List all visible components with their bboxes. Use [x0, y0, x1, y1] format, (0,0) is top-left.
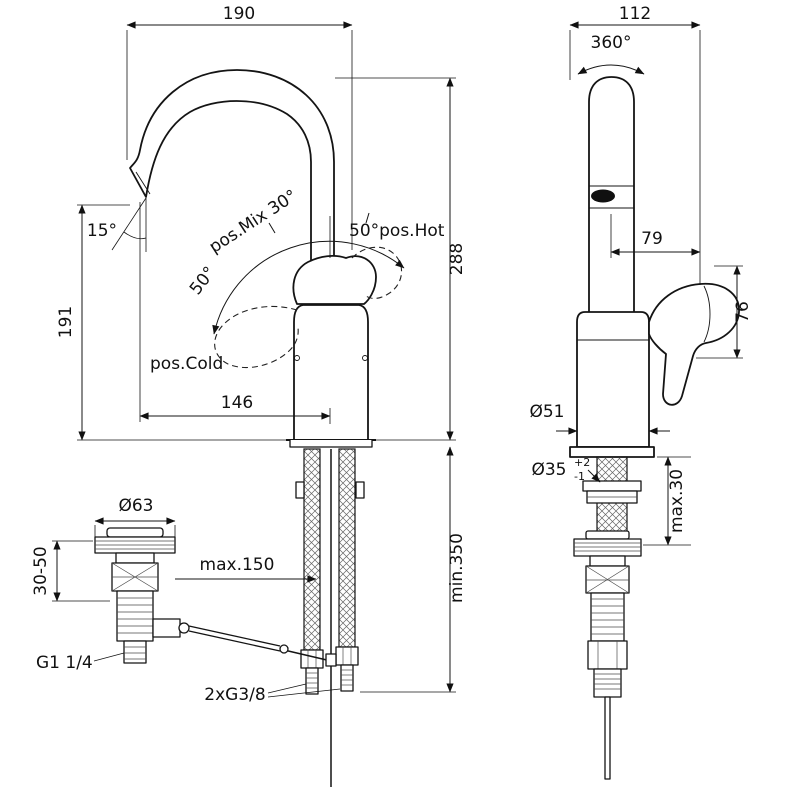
dim-max30-label: max.30: [667, 469, 687, 533]
angle-15-arc: [123, 231, 147, 240]
drain-assembly-side: [573, 530, 642, 780]
drain-tail-lines: [124, 646, 146, 660]
hose-nipple-right: [340, 664, 354, 692]
hose-left: [303, 448, 321, 651]
sweep-tick-1: [268, 222, 276, 234]
lever-housing: [152, 618, 181, 638]
dim-190-label: 190: [223, 4, 255, 24]
drain-thread-body: [116, 590, 154, 642]
lever-arm-top: [188, 625, 281, 647]
pos-mix-label: pos.Mix 30°: [206, 186, 301, 257]
handle-pos-cold-dashed: [214, 305, 299, 369]
drain-flange-hatch-side: [574, 542, 641, 552]
dim-max150-label: max.150: [200, 555, 275, 575]
thread-g38-label: 2xG3/8: [204, 685, 265, 705]
dim-288-label: 288: [447, 243, 467, 275]
dia35-leader: [587, 469, 601, 483]
side-handle-outline: [648, 282, 740, 406]
dim-dia35-tol-minus: -1: [574, 470, 585, 483]
hose-clip-right: [355, 481, 365, 499]
drain-cap: [106, 527, 164, 538]
fixing-flange-top: [582, 480, 642, 492]
dim-dia35-tol-plus: +2: [574, 456, 590, 469]
drain-flange-side: [573, 538, 642, 557]
hose-right: [338, 448, 356, 648]
dim-76-label: 76: [733, 301, 753, 323]
rotation-arc: [577, 64, 645, 75]
pos-cold-label: pos.Cold: [150, 354, 223, 374]
lever-pivot-ball: [178, 622, 190, 634]
body-outline: [293, 304, 369, 441]
dim-dia51-label: Ø51: [529, 402, 564, 422]
spout-tip-detail: [135, 171, 151, 195]
angle-50-label: 50°: [186, 263, 220, 299]
pos-hot-label: 50°pos.Hot: [349, 221, 445, 241]
body-side-dot-left: [294, 355, 300, 361]
base-plate: [289, 440, 373, 448]
side-body-outline: [576, 311, 650, 448]
drain-rod-side: [604, 696, 611, 780]
nipple-threads-right: [341, 669, 353, 686]
side-view: 360°: [529, 4, 753, 780]
drain-flange-hatch: [95, 540, 175, 550]
g38-leader-1: [267, 683, 307, 694]
hose-nipple-left: [305, 667, 319, 695]
drain-neck-side: [589, 555, 626, 567]
drain-body-cross: [111, 562, 159, 592]
g38-leader-2: [267, 688, 341, 698]
dim-dia63-label: Ø63: [118, 496, 153, 516]
g114-leader: [93, 652, 125, 662]
drain-cap-side: [585, 530, 630, 540]
spout-outline: [129, 69, 335, 267]
sweep-tick-2: [365, 212, 370, 224]
body-side-dot-right: [362, 355, 368, 361]
handle-outline: [292, 255, 377, 305]
thread-g114-label: G1 1/4: [36, 653, 93, 673]
drain-assembly-front: [94, 527, 289, 664]
rod-clamp: [325, 653, 337, 667]
dim-112-label: 112: [619, 4, 651, 24]
dim-146-label: 146: [221, 393, 253, 413]
nipple-threads-left: [306, 672, 318, 689]
drain-neck: [115, 552, 155, 564]
drain-threads-side: [591, 598, 624, 635]
angle-15-leg-a: [111, 197, 147, 251]
drain-thread2-side: [593, 668, 622, 698]
handle-sweep-arc: [212, 240, 405, 335]
rot-360-label: 360°: [591, 33, 632, 53]
lever-end-ball: [279, 644, 289, 654]
popup-rod-link: [283, 649, 332, 662]
dim-min350-label: min.350: [447, 533, 467, 603]
front-dimensions: 190 288 191 146 15° pos.Mix 30° 50°pos.H…: [31, 4, 467, 705]
spout-outlet-mark: [591, 189, 615, 203]
angle-15-label: 15°: [87, 221, 117, 241]
drain-threads: [117, 597, 153, 634]
dim-3050-label: 30-50: [31, 546, 51, 595]
drain-thread-side: [590, 592, 625, 642]
drain-thread2-lines: [594, 673, 621, 690]
drain-nut-side: [587, 640, 628, 670]
front-view: 190 288 191 146 15° pos.Mix 30° 50°pos.H…: [31, 4, 467, 787]
side-dimensions: 112 79 76 Ø51 Ø35 +2 -1 max.30: [529, 4, 753, 546]
hose-nut-right: [335, 646, 359, 666]
drain-tail: [123, 640, 147, 664]
dim-79-label: 79: [641, 229, 663, 249]
hose-clip-left: [295, 481, 305, 499]
drain-body-cross-side: [585, 565, 630, 594]
dim-191-label: 191: [56, 306, 76, 338]
dim-dia35-label: Ø35: [531, 460, 566, 480]
side-handle-detail: [703, 285, 711, 343]
lever-arm-bottom: [188, 630, 281, 652]
